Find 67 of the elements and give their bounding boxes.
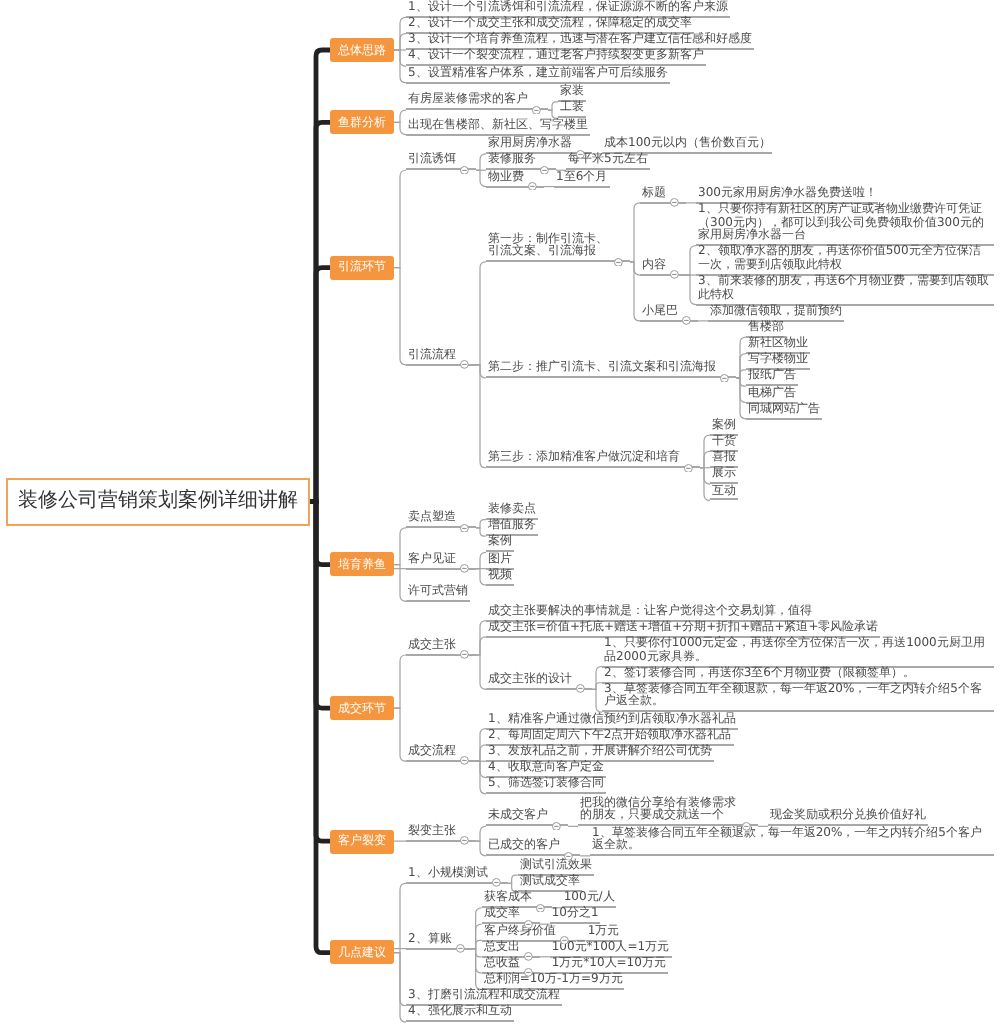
branch-line (575, 939, 587, 942)
branch-line (475, 551, 487, 570)
branch-line (471, 948, 483, 990)
branch-line (539, 972, 551, 974)
branch-line (475, 760, 487, 795)
branch-line (735, 352, 747, 379)
branch-line (685, 274, 697, 306)
branch-line (685, 202, 697, 204)
branch-line (543, 185, 555, 188)
branch-line (475, 840, 487, 857)
branch-line (475, 527, 487, 537)
branch-line (591, 665, 603, 690)
branch-line (475, 153, 487, 171)
branch-line (539, 923, 551, 925)
branch-line (310, 265, 330, 504)
branch-line (393, 952, 407, 1023)
branch-line (393, 109, 407, 123)
branch-line (393, 840, 407, 842)
branch-line (475, 568, 487, 570)
branch-line (393, 882, 407, 954)
branch-line (699, 467, 711, 469)
branch-line (551, 907, 563, 909)
branch-line (507, 882, 519, 893)
branch-line (547, 109, 559, 119)
central-topic-box: 装修公司营销策划案例详细讲解 (6, 477, 310, 526)
branch-line (699, 467, 711, 501)
branch-line (471, 948, 483, 958)
branch-line (547, 101, 559, 111)
branch-line (393, 121, 407, 136)
branch-line (685, 274, 697, 276)
branch-line (629, 202, 641, 263)
branch-line (697, 320, 709, 322)
branch-line (579, 855, 591, 857)
branch-line (475, 636, 487, 656)
branch-line (471, 939, 483, 950)
branch-line (685, 244, 697, 276)
branch-line (393, 707, 407, 762)
branch-line (475, 568, 487, 586)
branch-line (393, 564, 407, 602)
branch-line (475, 760, 487, 762)
branch-line (555, 169, 567, 171)
branch-line (699, 450, 711, 469)
branch-line (475, 744, 487, 762)
branch-line (475, 364, 487, 469)
branch-line (393, 654, 407, 709)
branch-line (757, 825, 769, 827)
branch-line (735, 369, 747, 379)
branch-line (591, 688, 603, 713)
branch-line (475, 169, 487, 188)
branch-line (393, 266, 407, 366)
branch-line (475, 654, 487, 690)
branch-line (629, 261, 641, 322)
branch-line (393, 33, 407, 51)
branch-line (591, 682, 603, 690)
branch-line (567, 825, 579, 827)
branch-line (393, 169, 407, 269)
branch-line (591, 153, 603, 155)
branch-line (475, 261, 487, 366)
branch-line (507, 874, 519, 884)
branch-line (539, 956, 551, 958)
branch-line (475, 169, 487, 171)
branch-line (475, 825, 487, 842)
branch-line (393, 527, 407, 566)
branch-line (393, 49, 407, 84)
branch-line (310, 498, 330, 956)
branch-line (735, 377, 747, 420)
branch-line (475, 519, 487, 529)
